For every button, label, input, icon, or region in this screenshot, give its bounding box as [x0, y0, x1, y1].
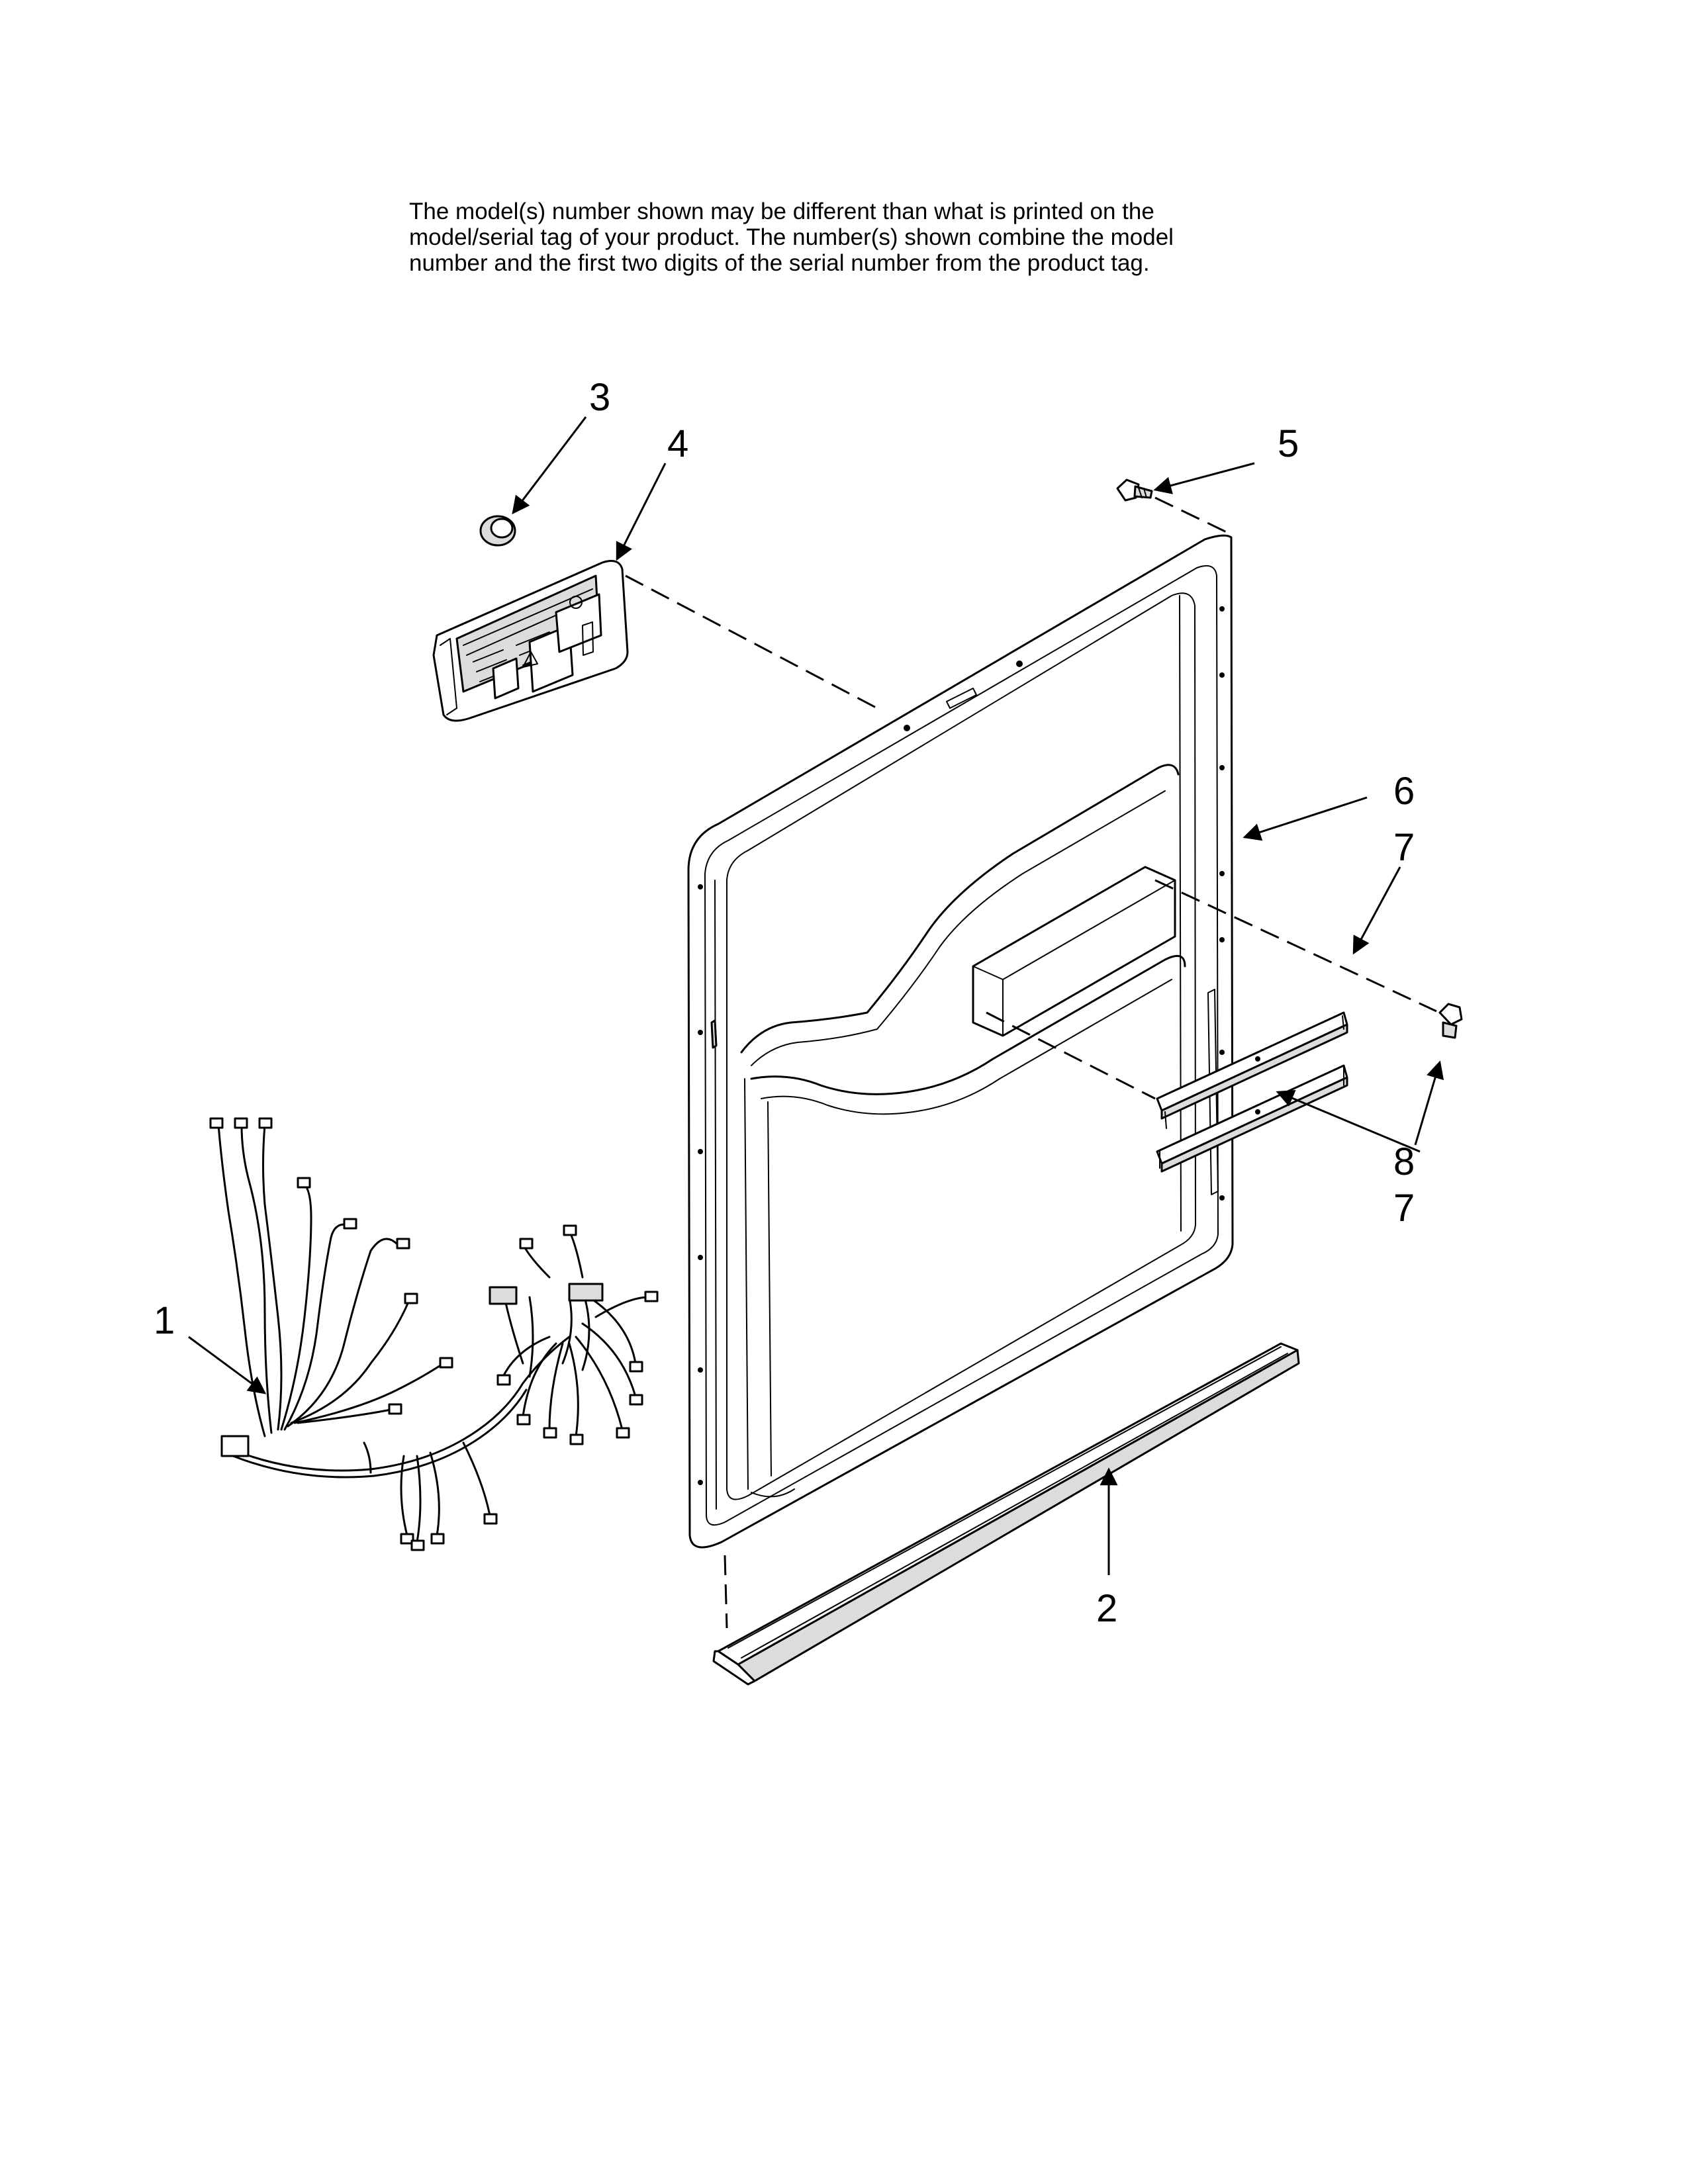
control-module[interactable] [432, 560, 629, 722]
callout-3: 3 [589, 376, 610, 419]
callout-numbers: 1 2 3 4 5 6 7 7 8 [154, 376, 1415, 1630]
callout-4: 4 [667, 422, 688, 465]
model-number-note: The model(s) number shown may be differe… [409, 199, 1336, 276]
assembly-lines [625, 496, 1437, 1629]
upper-bracket[interactable] [1156, 1011, 1348, 1129]
note-line-3: number and the first two digits of the s… [409, 250, 1150, 276]
wire-harness[interactable] [209, 1117, 659, 1551]
side-screw[interactable] [1438, 1003, 1463, 1039]
bottom-trim-strip[interactable] [712, 1342, 1300, 1686]
callout-6: 6 [1393, 770, 1415, 813]
leader-lines [188, 416, 1444, 1575]
callout-2: 2 [1096, 1587, 1117, 1630]
callout-7-lower: 7 [1393, 1187, 1415, 1230]
callout-5: 5 [1278, 422, 1299, 465]
callout-8: 8 [1393, 1140, 1415, 1183]
callout-1: 1 [154, 1299, 175, 1342]
note-line-2: model/serial tag of your product. The nu… [409, 224, 1174, 250]
callout-7-upper: 7 [1393, 826, 1415, 869]
inner-door-panel[interactable] [687, 534, 1234, 1549]
top-screw[interactable] [1116, 478, 1153, 502]
note-line-1: The model(s) number shown may be differe… [409, 199, 1154, 224]
control-knob[interactable] [479, 515, 516, 547]
